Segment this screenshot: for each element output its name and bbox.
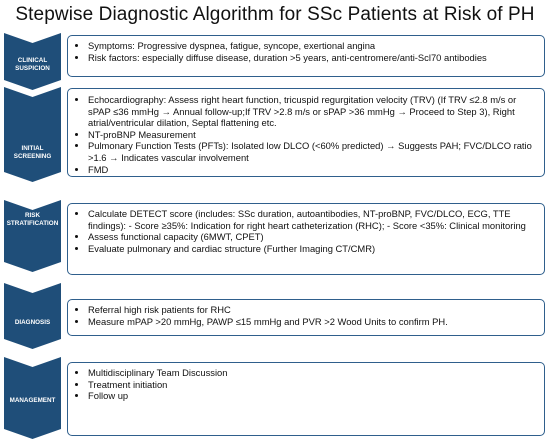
step-bullet: Pulmonary Function Tests (PFTs): Isolate… [88,140,538,163]
step-bullet-list: Referral high risk patients for RHC Meas… [76,304,538,327]
step-bullet: Referral high risk patients for RHC [88,304,538,316]
step-panel-clinical-suspicion: Symptoms: Progressive dyspnea, fatigue, … [67,35,545,77]
step-label-management: MANAGEMENT [4,397,61,405]
chevron-shape [4,200,61,272]
step-bullet: Measure mPAP >20 mmHg, PAWP ≤15 mmHg and… [88,316,538,328]
step-panel-initial-screening: Echocardiography: Assess right heart fun… [67,88,545,177]
step-bullet: FMD [88,164,538,176]
step-label-line: CLINICAL [17,57,48,64]
step-bullet: Echocardiography: Assess right heart fun… [88,94,538,129]
step-chevron-risk-stratification: RISK STRATIFICATION [4,200,61,272]
step-chevron-management: MANAGEMENT [4,357,61,439]
step-label-line: RISK [24,212,41,219]
step-label-risk-stratification: RISK STRATIFICATION [4,212,61,228]
chevron-shape [4,283,61,349]
step-bullet: NT-proBNP Measurement [88,129,538,141]
step-bullet: Assess functional capacity (6MWT, CPET) [88,231,538,243]
step-bullet: Evaluate pulmonary and cardiac structure… [88,243,538,255]
chevron-shape [4,357,61,439]
step-bullet: Treatment initiation [88,379,538,391]
step-label-line: MANAGEMENT [9,397,56,404]
step-panel-risk-stratification: Calculate DETECT score (includes: SSc du… [67,203,545,275]
chevron-shape [4,87,61,182]
step-label-line: STRATIFICATION [6,220,59,227]
step-label-line: INITIAL [21,145,44,152]
step-label-line: DIAGNOSIS [14,319,51,326]
step-chevron-diagnosis: DIAGNOSIS [4,283,61,349]
step-chevron-clinical-suspicion: CLINICAL SUSPICION [4,33,61,90]
step-chevron-initial-screening: INITIAL SCREENING [4,87,61,182]
step-label-line: SUSPICION [15,65,50,72]
step-bullet: Multidisciplinary Team Discussion [88,367,538,379]
step-label-clinical-suspicion: CLINICAL SUSPICION [4,57,61,73]
step-bullet-list: Echocardiography: Assess right heart fun… [76,94,538,175]
step-bullet: Symptoms: Progressive dyspnea, fatigue, … [88,40,538,52]
diagram-title: Stepwise Diagnostic Algorithm for SSc Pa… [15,4,535,25]
step-panel-management: Multidisciplinary Team Discussion Treatm… [67,362,545,436]
step-bullet: Calculate DETECT score (includes: SSc du… [88,208,538,231]
step-bullet-list: Multidisciplinary Team Discussion Treatm… [76,367,538,402]
step-bullet: Follow up [88,390,538,402]
step-bullet-list: Calculate DETECT score (includes: SSc du… [76,208,538,254]
step-bullet: Risk factors: especially diffuse disease… [88,52,538,64]
step-panel-diagnosis: Referral high risk patients for RHC Meas… [67,299,545,336]
step-label-initial-screening: INITIAL SCREENING [4,145,61,161]
step-bullet-list: Symptoms: Progressive dyspnea, fatigue, … [76,40,538,63]
step-label-diagnosis: DIAGNOSIS [4,319,61,327]
step-label-line: SCREENING [13,153,52,160]
chevron-shape [4,33,61,90]
